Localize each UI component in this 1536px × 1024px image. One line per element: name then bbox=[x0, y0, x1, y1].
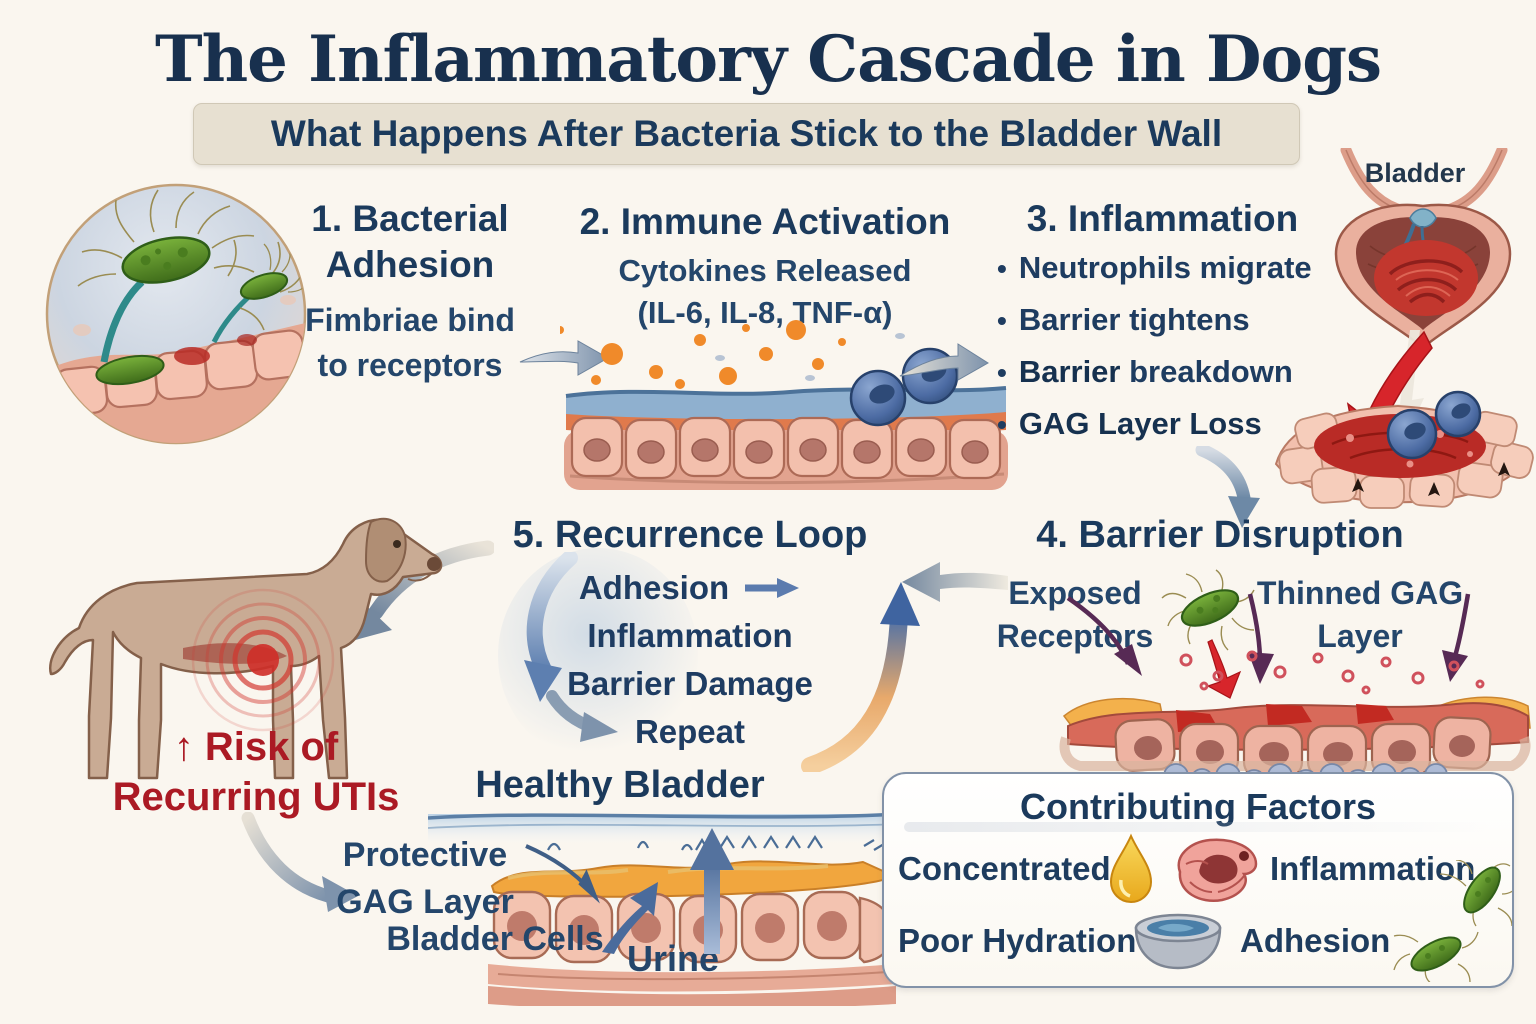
bladder-label: Bladder bbox=[1364, 158, 1466, 188]
healthy-bladder-heading-wrap: Healthy Bladder bbox=[450, 764, 790, 807]
healthy-bladder-heading: Healthy Bladder bbox=[475, 764, 765, 806]
step4-heading-wrap: 4. Barrier Disruption bbox=[1010, 514, 1430, 557]
step4-pointer-arrows-icon bbox=[1066, 593, 1471, 684]
urine-droplet-icon bbox=[1109, 833, 1153, 903]
step2-desc-line2: (IL-6, IL-8, TNF-α) bbox=[637, 295, 893, 330]
step4-left-label: Exposed Receptors bbox=[996, 575, 1154, 654]
loop-adhesion-arrow-icon bbox=[745, 578, 800, 598]
step3-heading-wrap: 3. Inflammation bbox=[990, 198, 1335, 240]
bullet-dot-icon: • bbox=[997, 305, 1007, 336]
step2-desc-line1: Cytokines Released bbox=[618, 253, 912, 288]
gag-pointer-arrow-icon bbox=[525, 844, 600, 904]
factors-divider bbox=[904, 822, 1492, 832]
factor-adhesion-label: Adhesion bbox=[1240, 922, 1391, 959]
inflamed-tissue-patch-illustration bbox=[1274, 390, 1534, 509]
gag-layer-label: Protective GAG Layer bbox=[336, 836, 514, 921]
step4-heading: 4. Barrier Disruption bbox=[1036, 514, 1404, 556]
step3-bullet-1: • Neutrophils migrate bbox=[997, 250, 1312, 285]
bacterium-icon bbox=[1161, 569, 1255, 651]
step5-heading: 5. Recurrence Loop bbox=[512, 514, 868, 556]
step2-block: 2. Immune Activation Cytokines Released … bbox=[565, 200, 965, 334]
step1-heading-line1: 1. Bacterial bbox=[311, 198, 509, 239]
immune-activation-tissue-illustration bbox=[560, 320, 1008, 490]
urine-up-arrow-icon bbox=[690, 828, 734, 954]
step3-bullet-2: • Barrier tightens bbox=[997, 302, 1250, 337]
arrow-step2-to-step3-icon bbox=[899, 343, 989, 381]
cells-pointer-arrow-icon bbox=[602, 882, 658, 954]
step3-bullet-4: • GAG Layer Loss bbox=[997, 406, 1262, 441]
factors-heading: Contributing Factors bbox=[1020, 786, 1376, 827]
step2-heading: 2. Immune Activation bbox=[579, 201, 951, 242]
step5-heading-wrap: 5. Recurrence Loop bbox=[495, 514, 885, 557]
loop-left-arrow-icon bbox=[524, 552, 618, 742]
step1-desc-line2: to receptors bbox=[317, 347, 503, 383]
risk-line2: Recurring UTIs bbox=[112, 775, 400, 819]
step4-red-arrow-icon bbox=[1206, 639, 1242, 699]
step3-bullets: • Neutrophils migrate • Barrier tightens… bbox=[997, 250, 1357, 458]
urine-label: Urine bbox=[626, 938, 720, 979]
bullet-dot-icon: • bbox=[997, 253, 1007, 284]
loop-item-repeat: Repeat bbox=[634, 713, 746, 750]
contributing-factors-box: Contributing Factors Concentrated Inflam… bbox=[882, 772, 1514, 988]
bladder-cells-label: Bladder Cells bbox=[386, 920, 604, 958]
bullet-dot-icon: • bbox=[997, 357, 1007, 388]
subtitle-text: What Happens After Bacteria Stick to the… bbox=[270, 113, 1223, 154]
risk-block: ↑ Risk of Recurring UTIs bbox=[88, 722, 424, 822]
loop-item-inflammation: Inflammation bbox=[587, 617, 793, 654]
water-bowl-icon bbox=[1134, 913, 1222, 970]
factor-concentrated-label: Concentrated bbox=[898, 850, 1111, 887]
loop-right-up-arrow-icon bbox=[801, 582, 920, 772]
bacterial-adhesion-illustration bbox=[45, 183, 307, 445]
page-title: The Inflammatory Cascade in Dogs bbox=[155, 22, 1382, 97]
bladder-cross-section-illustration bbox=[1334, 148, 1512, 350]
factor-inflammation-label: Inflammation bbox=[1270, 850, 1476, 887]
adhesion-bacteria-icon bbox=[1393, 860, 1512, 982]
step1-desc-line1: Fimbriae bind bbox=[305, 302, 515, 338]
damaged-barrier-tissue-illustration bbox=[1059, 650, 1531, 786]
factor-poor-hydration-label: Poor Hydration bbox=[898, 922, 1137, 959]
inflamed-tissue-icon bbox=[1177, 838, 1258, 903]
step1-heading-line2: Adhesion bbox=[325, 244, 495, 285]
step1-block: 1. Bacterial Adhesion Fimbriae bind to r… bbox=[250, 196, 570, 388]
step3-heading: 3. Inflammation bbox=[1026, 198, 1299, 239]
step5-items: Adhesion Inflammation Barrier Damage Rep… bbox=[520, 564, 860, 756]
step4-right-label: Thinned GAG Layer bbox=[1256, 575, 1464, 654]
bullet-dot-icon: • bbox=[997, 409, 1007, 440]
arrow-step3-to-step4-icon bbox=[1195, 446, 1260, 528]
subtitle-banner: What Happens After Bacteria Stick to the… bbox=[193, 103, 1300, 165]
step3-bullet-3: • Barrier breakdown bbox=[997, 354, 1293, 389]
dog-illustration bbox=[48, 517, 443, 780]
arrow-step4-to-loop-icon bbox=[902, 562, 1008, 602]
arrow-risk-to-gag-icon bbox=[241, 812, 358, 912]
loop-item-adhesion: Adhesion bbox=[520, 564, 860, 612]
healthy-bladder-tissue-illustration bbox=[428, 812, 900, 1006]
risk-line1: ↑ Risk of bbox=[173, 725, 339, 769]
loop-item-barrier-damage: Barrier Damage bbox=[567, 665, 813, 702]
